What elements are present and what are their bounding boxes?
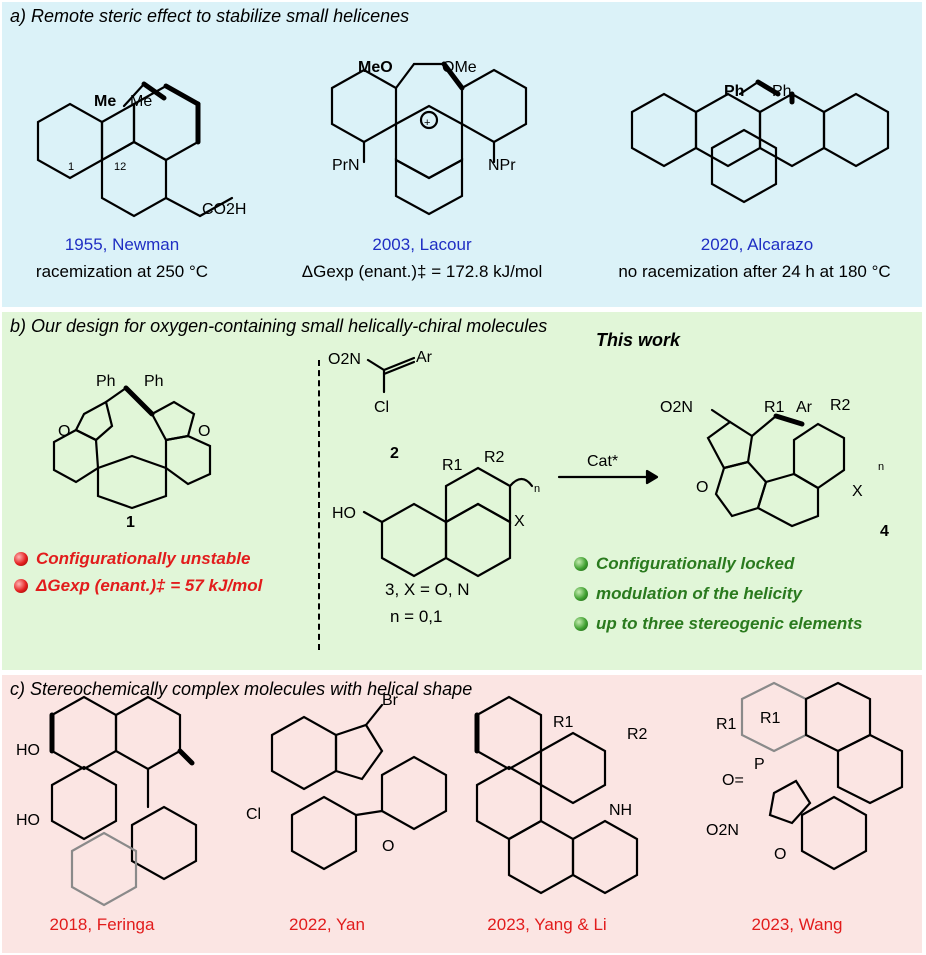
- yang-li-r2: R2: [627, 726, 648, 743]
- product-4-label: 4: [880, 523, 889, 540]
- bullet-text: modulation of the helicity: [596, 584, 802, 603]
- compound-1-phenyl-2: Ph: [144, 373, 164, 390]
- product-4-nitro: O2N: [660, 399, 693, 416]
- newman-helicene-structure: 1 12 Me Me CO2H: [36, 81, 246, 218]
- bullet-text: Configurationally unstable: [36, 549, 251, 568]
- compound-1-phenyl-1: Ph: [96, 373, 116, 390]
- caption-yang-li: 2023, Yang & Li: [487, 915, 607, 934]
- bullet-configurationally-unstable: Configurationally unstable: [14, 549, 250, 569]
- catalyst-label: Cat*: [587, 453, 618, 470]
- green-bullet-icon: [574, 587, 588, 601]
- panel-a-title: a) Remote steric effect to stabilize sma…: [10, 6, 410, 26]
- bullet-three-stereogenic: up to three stereogenic elements: [574, 614, 862, 634]
- bullet-modulation-helicity: modulation of the helicity: [574, 584, 802, 604]
- wang-oxo: O=: [722, 772, 744, 789]
- reagent-3-r2: R2: [484, 449, 505, 466]
- yang-li-amine: NH: [609, 802, 632, 819]
- reagent-2-label: 2: [390, 445, 399, 462]
- green-bullet-icon: [574, 557, 588, 571]
- alcarazo-helicene-structure: Ph Ph: [630, 79, 890, 204]
- panel-c-title: c) Stereochemically complex molecules wi…: [10, 679, 473, 699]
- caption-yan: 2022, Yan: [289, 915, 365, 934]
- caption-wang: 2023, Wang: [751, 915, 843, 934]
- compound-1-oxygen-right: O: [198, 423, 210, 440]
- methyl-label: Me: [130, 93, 152, 110]
- compound-1-oxygen-left: O: [58, 423, 70, 440]
- yan-bromo: Br: [382, 692, 399, 709]
- position-12-label: 12: [114, 161, 126, 173]
- wang-nitro: O2N: [706, 822, 739, 839]
- propyl-amine-left-label: PrN: [332, 157, 360, 174]
- feringa-hydroxy-1: HO: [16, 742, 40, 759]
- note-alcarazo: no racemization after 24 h at 180 °C: [618, 262, 891, 281]
- panel-c: c) Stereochemically complex molecules wi…: [2, 675, 922, 953]
- wang-r1-right: R1: [760, 710, 781, 727]
- feringa-hydroxy-2: HO: [16, 812, 40, 829]
- wang-phosphorus: P: [754, 756, 765, 773]
- product-4-structure: O2N R1 Ar R2 n X O 4: [660, 397, 889, 540]
- reagent-3-r1: R1: [442, 457, 463, 474]
- reagent-2-aryl: Ar: [416, 349, 433, 366]
- product-4-r1: R1: [764, 399, 785, 416]
- reagent-2-nitro: O2N: [328, 351, 361, 368]
- feringa-structure: HO HO: [16, 695, 198, 907]
- caption-alcarazo: 2020, Alcarazo: [700, 235, 814, 254]
- bullet-deltag-57: ΔGexp (enant.)‡ = 57 kJ/mol: [14, 576, 262, 596]
- product-4-oxygen: O: [696, 479, 708, 496]
- phenyl-label: Ph: [772, 83, 792, 100]
- methoxy-bold-label: MeO: [358, 59, 393, 76]
- bullet-text: up to three stereogenic elements: [596, 614, 863, 633]
- red-bullet-icon: [14, 552, 28, 566]
- compound-1-structure: Ph Ph O O 1: [52, 373, 212, 531]
- propyl-amine-right-label: NPr: [488, 157, 516, 174]
- yan-oxygen: O: [382, 838, 394, 855]
- reagent-3-x: X: [514, 513, 525, 530]
- caption-feringa: 2018, Feringa: [49, 915, 155, 934]
- reagent-2-chloro: Cl: [374, 399, 389, 416]
- product-4-x: X: [852, 483, 863, 500]
- compound-1-label: 1: [126, 514, 135, 531]
- phenyl-bold-label: Ph: [724, 83, 744, 100]
- yan-structure: Br Cl O: [246, 692, 448, 871]
- reagent-3-label: 3, X = O, N: [385, 580, 470, 599]
- note-lacour: ΔGexp (enant.)‡ = 172.8 kJ/mol: [301, 262, 543, 281]
- cation-plus-label: +: [424, 117, 430, 129]
- reagent-3-hydroxy: HO: [332, 505, 356, 522]
- product-4-n: n: [878, 461, 884, 473]
- reagent-3-n-values: n = 0,1: [390, 607, 443, 626]
- yang-li-r1: R1: [553, 714, 574, 731]
- caption-lacour: 2003, Lacour: [372, 235, 472, 254]
- yan-chloro: Cl: [246, 806, 261, 823]
- reaction-arrow: Cat*: [557, 453, 659, 485]
- red-bullet-icon: [14, 579, 28, 593]
- wang-oxygen: O: [774, 846, 786, 863]
- note-newman: racemization at 250 °C: [35, 262, 209, 281]
- methyl-bold-label: Me: [94, 93, 116, 110]
- carboxylic-acid-label: CO2H: [202, 201, 246, 218]
- position-1-label: 1: [68, 161, 74, 173]
- lacour-cation-structure: + MeO OMe PrN NPr: [330, 59, 528, 216]
- wang-structure: R1 R1 P O= O2N O: [706, 681, 904, 871]
- product-4-aryl: Ar: [796, 399, 813, 416]
- bullet-configurationally-locked: Configurationally locked: [574, 554, 794, 574]
- this-work-label: This work: [596, 330, 681, 350]
- caption-newman: 1955, Newman: [64, 235, 180, 254]
- wang-r1-left: R1: [716, 716, 737, 733]
- bullet-text: ΔGexp (enant.)‡ = 57 kJ/mol: [36, 576, 263, 595]
- reagent-3-n: n: [534, 483, 540, 495]
- product-4-r2: R2: [830, 397, 851, 414]
- panel-a: a) Remote steric effect to stabilize sma…: [2, 2, 922, 307]
- bullet-text: Configurationally locked: [596, 554, 795, 573]
- panel-b: b) Our design for oxygen-containing smal…: [2, 312, 922, 670]
- reagents-structure: O2N Ar Cl 2 HO R1 R2 n X: [328, 349, 540, 578]
- green-bullet-icon: [574, 617, 588, 631]
- yang-li-structure: R1 R2 NH: [474, 695, 648, 895]
- panel-b-title: b) Our design for oxygen-containing smal…: [10, 316, 548, 336]
- dashed-divider: [318, 360, 320, 650]
- methoxy-label: OMe: [442, 59, 477, 76]
